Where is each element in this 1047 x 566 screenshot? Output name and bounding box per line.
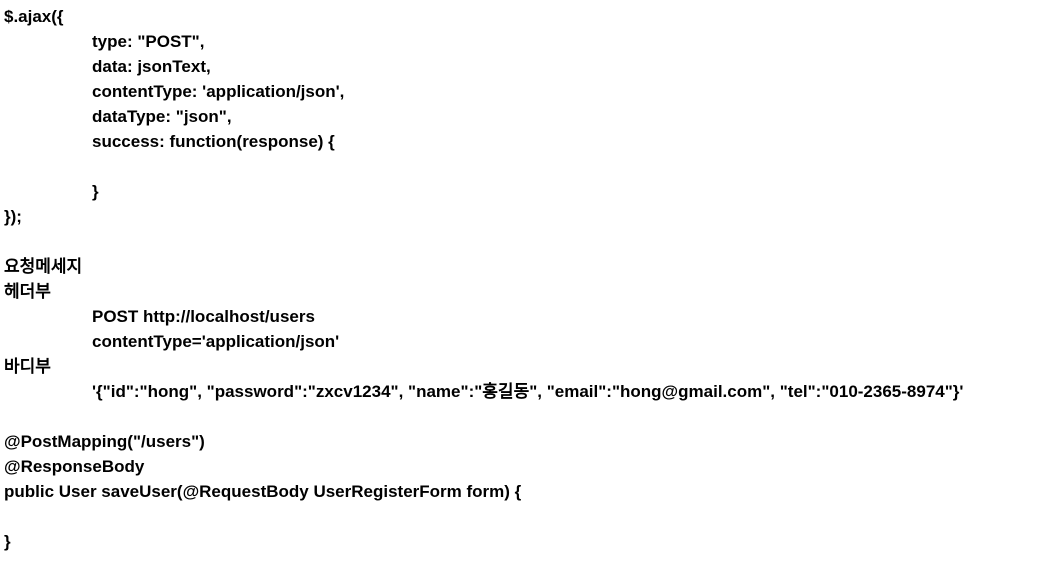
code-line-ajax-close: }); xyxy=(4,207,22,226)
code-line-success-close: } xyxy=(92,182,99,201)
blank-line xyxy=(4,229,1047,254)
code-line-ajax-open: $.ajax({ xyxy=(4,7,64,26)
code-line-data: data: jsonText, xyxy=(92,57,211,76)
code-line-type: type: "POST", xyxy=(92,32,205,51)
code-line-success: success: function(response) { xyxy=(92,132,335,151)
code-line-post-mapping: @PostMapping("/users") xyxy=(4,432,205,451)
blank-line xyxy=(4,504,1047,529)
code-line-method-signature: public User saveUser(@RequestBody UserRe… xyxy=(4,482,522,501)
code-line-blank xyxy=(4,154,1047,179)
code-line-method-close: } xyxy=(4,532,11,551)
body-line-json: '{"id":"hong", "password":"zxcv1234", "n… xyxy=(92,382,964,401)
code-line-response-body: @ResponseBody xyxy=(4,457,145,476)
section-heading-request-message: 요청메세지 xyxy=(4,257,83,276)
code-line-content-type: contentType: 'application/json', xyxy=(92,82,345,101)
blank-line xyxy=(4,404,1047,429)
section-heading-header: 헤더부 xyxy=(4,282,51,301)
section-heading-body: 바디부 xyxy=(4,357,51,376)
header-line-content-type: contentType='application/json' xyxy=(92,332,340,351)
header-line-request: POST http://localhost/users xyxy=(92,307,315,326)
code-line-data-type: dataType: "json", xyxy=(92,107,232,126)
